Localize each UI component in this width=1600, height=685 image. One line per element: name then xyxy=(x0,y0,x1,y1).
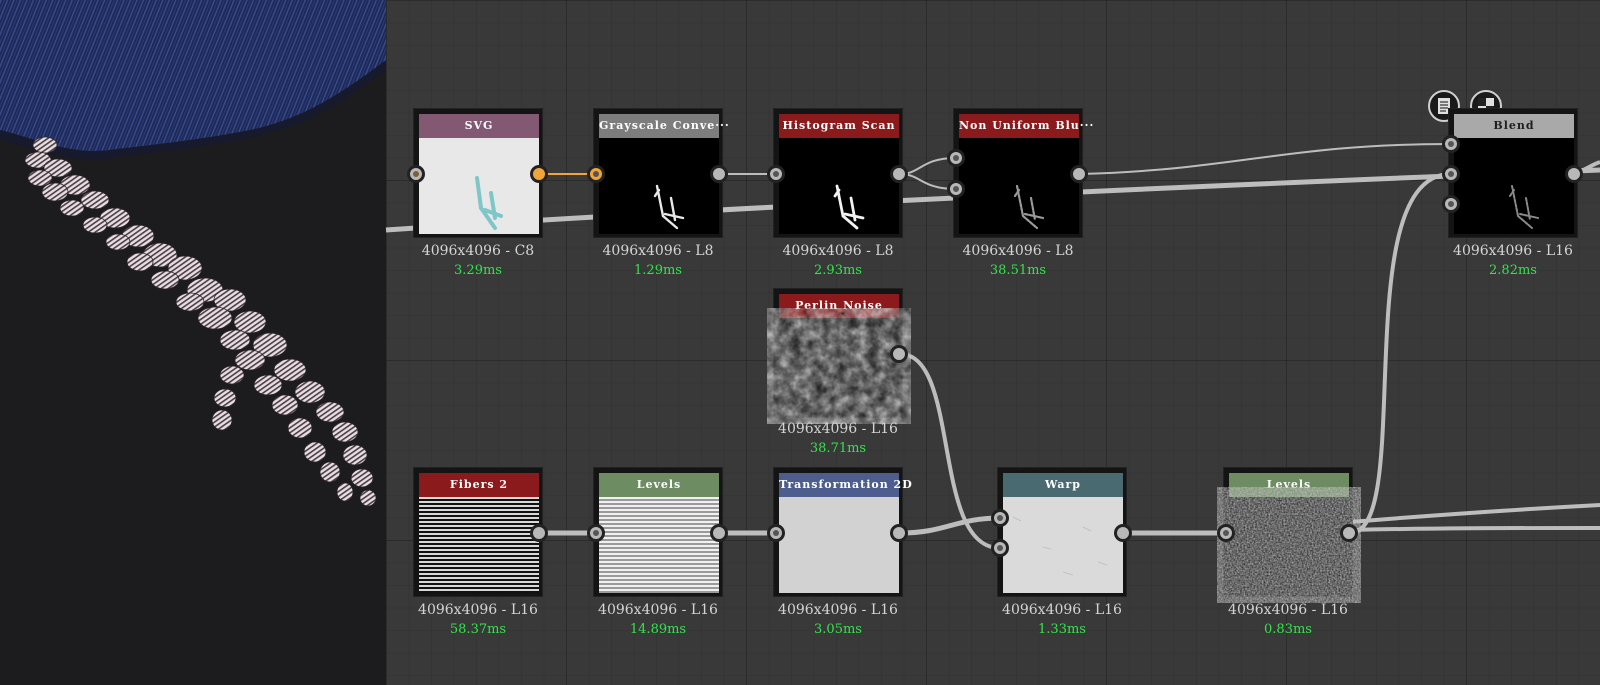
node-warp-time: 1.33ms xyxy=(1038,622,1086,637)
node-svg-preview xyxy=(419,138,539,234)
node-warp-resolution: 4096x4096 - L16 xyxy=(1002,602,1122,618)
node-levels-1-preview xyxy=(599,497,719,593)
node-levels-1-title: Levels xyxy=(599,473,719,497)
node-levels-1-resolution: 4096x4096 - L16 xyxy=(598,602,718,618)
node-transformation-2d-input[interactable] xyxy=(767,524,785,542)
node-warp-title: Warp xyxy=(1003,473,1123,497)
node-histogram-scan-preview xyxy=(779,138,899,234)
node-levels-1[interactable]: Levels xyxy=(593,467,723,597)
node-fibers-2-output[interactable] xyxy=(530,524,548,542)
node-histogram-scan-title: Histogram Scan xyxy=(779,114,899,138)
node-levels-1-time: 14.89ms xyxy=(629,622,687,637)
node-svg[interactable]: SVG xyxy=(413,108,543,238)
node-histogram-scan-resolution: 4096x4096 - L8 xyxy=(782,243,894,259)
node-blend-resolution: 4096x4096 - L16 xyxy=(1453,243,1573,259)
node-non-uniform-blur-preview xyxy=(959,138,1079,234)
3d-viewport[interactable] xyxy=(0,0,386,685)
node-perlin-noise-title: Perlin Noise xyxy=(779,294,899,318)
node-transformation-2d-title: Transformation 2D xyxy=(779,473,912,497)
node-non-uniform-blur-input-1[interactable] xyxy=(947,149,965,167)
node-svg-resolution: 4096x4096 - C8 xyxy=(421,243,535,259)
node-grayscale[interactable]: Grayscale Conve··· xyxy=(593,108,729,238)
node-non-uniform-blur-output[interactable] xyxy=(1070,165,1088,183)
node-warp-output[interactable] xyxy=(1114,524,1132,542)
node-non-uniform-blur-time: 38.51ms xyxy=(989,263,1047,278)
node-levels-2-time: 0.83ms xyxy=(1264,622,1312,637)
node-blend-input-3[interactable] xyxy=(1442,195,1460,213)
node-blend-time: 2.82ms xyxy=(1489,263,1537,278)
node-fibers-2-resolution: 4096x4096 - L16 xyxy=(418,602,538,618)
node-levels-2-input[interactable] xyxy=(1217,524,1235,542)
node-transformation-2d-output[interactable] xyxy=(890,524,908,542)
node-graph[interactable]: SVG 4096x4096 - C8 3.29ms Grayscale Conv… xyxy=(385,0,1600,685)
node-blend-input-1[interactable] xyxy=(1442,135,1460,153)
node-grayscale-preview xyxy=(599,138,719,234)
node-levels-2-preview xyxy=(1229,497,1349,593)
node-blend-output[interactable] xyxy=(1565,165,1583,183)
node-levels-1-output[interactable] xyxy=(710,524,728,542)
node-svg-title: SVG xyxy=(419,114,539,138)
node-non-uniform-blur-resolution: 4096x4096 - L8 xyxy=(962,243,1074,259)
node-transformation-2d-time: 3.05ms xyxy=(814,622,862,637)
node-perlin-noise-output[interactable] xyxy=(890,345,908,363)
node-warp[interactable]: Warp xyxy=(997,467,1127,597)
node-levels-2-title: Levels xyxy=(1229,473,1349,497)
node-warp-input-2[interactable] xyxy=(991,539,1009,557)
node-levels-2-resolution: 4096x4096 - L16 xyxy=(1228,602,1348,618)
node-grayscale-output[interactable] xyxy=(710,165,728,183)
node-perlin-noise-resolution: 4096x4096 - L16 xyxy=(778,421,898,437)
node-grayscale-time: 1.29ms xyxy=(634,263,682,278)
viewport-render xyxy=(0,0,386,685)
node-perlin-noise-time: 38.71ms xyxy=(809,441,867,456)
node-perlin-noise[interactable]: Perlin Noise xyxy=(773,288,903,418)
node-non-uniform-blur[interactable]: Non Uniform Blu··· xyxy=(953,108,1093,238)
node-fibers-2[interactable]: Fibers 2 xyxy=(413,467,543,597)
node-grayscale-title: Grayscale Conve··· xyxy=(599,114,729,138)
node-levels-2-output[interactable] xyxy=(1340,524,1358,542)
node-transformation-2d-preview xyxy=(779,497,899,593)
node-warp-preview xyxy=(1003,497,1123,593)
node-levels-2[interactable]: Levels xyxy=(1223,467,1353,597)
node-blend-input-2[interactable] xyxy=(1442,165,1460,183)
node-blend-preview xyxy=(1454,138,1574,234)
node-svg-input[interactable] xyxy=(407,165,425,183)
node-histogram-scan[interactable]: Histogram Scan xyxy=(773,108,903,238)
node-non-uniform-blur-input-2[interactable] xyxy=(947,180,965,198)
node-blend[interactable]: Blend xyxy=(1448,108,1578,238)
node-transformation-2d-resolution: 4096x4096 - L16 xyxy=(778,602,898,618)
node-histogram-scan-input[interactable] xyxy=(767,165,785,183)
node-svg-time: 3.29ms xyxy=(454,263,502,278)
node-warp-input-1[interactable] xyxy=(991,509,1009,527)
node-levels-1-input[interactable] xyxy=(587,524,605,542)
node-histogram-scan-output[interactable] xyxy=(890,165,908,183)
node-svg-output[interactable] xyxy=(530,165,548,183)
node-fibers-2-title: Fibers 2 xyxy=(419,473,539,497)
node-transformation-2d[interactable]: Transformation 2D xyxy=(773,467,912,597)
node-histogram-scan-time: 2.93ms xyxy=(814,263,862,278)
graph-wires xyxy=(385,143,1600,550)
node-grayscale-resolution: 4096x4096 - L8 xyxy=(602,243,714,259)
node-fibers-2-preview xyxy=(419,497,539,593)
node-fibers-2-time: 58.37ms xyxy=(449,622,507,637)
node-non-uniform-blur-title: Non Uniform Blu··· xyxy=(959,114,1093,138)
node-perlin-noise-preview xyxy=(779,318,899,414)
node-grayscale-input[interactable] xyxy=(587,165,605,183)
node-blend-title: Blend xyxy=(1454,114,1574,138)
